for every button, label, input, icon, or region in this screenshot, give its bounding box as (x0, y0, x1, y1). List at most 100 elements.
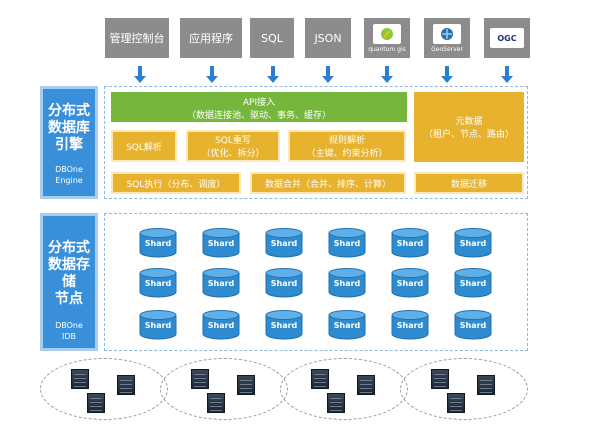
database-cylinder-icon (265, 268, 303, 298)
engine-title-line: 引擎 (55, 137, 83, 153)
sql-rewrite-detail: （优化、拆分） (201, 149, 265, 159)
shard-node: Shard (454, 228, 492, 258)
metadata-detail: （租户、节点、路由） (423, 130, 514, 140)
client-geoserver: GeoServer (424, 18, 470, 58)
sql-parse-module: SQL解析 (111, 130, 177, 162)
data-merge-label: 数据合并（合并、排序、计算） (264, 179, 391, 190)
sql-exec-module: SQL执行（分布、调度） (111, 172, 241, 194)
metadata-title: 元数据 (455, 117, 483, 127)
server-icon (477, 375, 495, 395)
server-icon (311, 369, 329, 389)
engine-region (104, 86, 528, 199)
client-json: JSON (305, 18, 351, 58)
database-cylinder-icon (391, 310, 429, 340)
storage-sub-line: IDB (61, 332, 76, 341)
shard-label: Shard (270, 279, 298, 288)
storage-side-label: 分布式 数据存储 节点 DBOne IDB (40, 213, 98, 351)
quantum-gis-logo-icon (373, 23, 401, 44)
database-cylinder-icon (391, 268, 429, 298)
shard-label: Shard (459, 239, 487, 248)
shard-label: Shard (144, 279, 172, 288)
database-cylinder-icon (202, 268, 240, 298)
server-icon (447, 393, 465, 413)
server-icon (117, 375, 135, 395)
shard-node: Shard (265, 268, 303, 298)
shard-node: Shard (265, 310, 303, 340)
client-label: SQL (261, 31, 283, 45)
shard-node: Shard (328, 268, 366, 298)
shard-label: Shard (144, 239, 172, 248)
shard-label: Shard (396, 321, 424, 330)
shard-label: Shard (396, 239, 424, 248)
storage-title-line: 节点 (55, 291, 83, 307)
data-migration-label: 数据迁移 (450, 179, 487, 190)
api-access-module: API接入 （数据连接池、驱动、事务、缓存） (111, 92, 407, 122)
server-icon (87, 393, 105, 413)
server-icon (431, 369, 449, 389)
shard-node: Shard (202, 228, 240, 258)
shard-node: Shard (328, 228, 366, 258)
shard-label: Shard (333, 239, 361, 248)
ogc-logo-text: OGC (497, 33, 517, 43)
shard-label: Shard (396, 279, 424, 288)
server-icon (71, 369, 89, 389)
database-cylinder-icon (265, 310, 303, 340)
rule-parse-module: 规则解析 （主键、约束分析） (288, 130, 406, 162)
server-cluster (400, 358, 528, 420)
shard-label: Shard (144, 321, 172, 330)
ogc-logo-icon: OGC (490, 28, 524, 48)
shard-node: Shard (139, 310, 177, 340)
storage-title-line: 数据存储 (48, 257, 90, 290)
database-cylinder-icon (454, 268, 492, 298)
engine-title-line: 数据库 (48, 120, 90, 136)
client-sql: SQL (250, 18, 294, 58)
shard-label: Shard (459, 279, 487, 288)
database-cylinder-icon (328, 228, 366, 258)
shard-label: Shard (270, 239, 298, 248)
client-application: 应用程序 (180, 18, 242, 58)
engine-title-line: 分布式 (48, 103, 90, 119)
database-cylinder-icon (202, 310, 240, 340)
database-cylinder-icon (139, 268, 177, 298)
sql-exec-label: SQL执行（分布、调度） (126, 179, 226, 190)
database-cylinder-icon (328, 310, 366, 340)
engine-sub-line: Engine (55, 176, 83, 185)
engine-sub-line: DBOne (55, 165, 83, 174)
shard-node: Shard (391, 228, 429, 258)
shard-node: Shard (202, 268, 240, 298)
shard-label: Shard (207, 321, 235, 330)
server-icon (357, 375, 375, 395)
server-cluster (160, 358, 288, 420)
database-cylinder-icon (139, 228, 177, 258)
sql-parse-label: SQL解析 (126, 142, 162, 153)
shard-node: Shard (454, 268, 492, 298)
database-cylinder-icon (139, 310, 177, 340)
server-icon (207, 393, 225, 413)
api-title: API接入 (242, 98, 276, 108)
data-merge-module: 数据合并（合并、排序、计算） (250, 172, 406, 194)
storage-title-line: 分布式 (48, 240, 90, 256)
sql-rewrite-title: SQL重写 (215, 136, 251, 146)
database-cylinder-icon (202, 228, 240, 258)
shard-node: Shard (265, 228, 303, 258)
shard-label: Shard (207, 239, 235, 248)
metadata-module: 元数据 （租户、节点、路由） (414, 92, 524, 162)
client-quantum-gis: quantum gis (364, 18, 410, 58)
database-cylinder-icon (391, 228, 429, 258)
database-cylinder-icon (454, 310, 492, 340)
shard-node: Shard (139, 228, 177, 258)
shard-node: Shard (328, 310, 366, 340)
client-caption: GeoServer (431, 45, 463, 53)
engine-side-label: 分布式 数据库 引擎 DBOne Engine (40, 86, 98, 199)
storage-sub-line: DBOne (55, 321, 83, 330)
shard-label: Shard (333, 321, 361, 330)
client-label: 应用程序 (189, 32, 233, 45)
geoserver-logo-icon (433, 23, 461, 44)
shard-node: Shard (391, 310, 429, 340)
shard-label: Shard (207, 279, 235, 288)
server-icon (191, 369, 209, 389)
shard-node: Shard (202, 310, 240, 340)
rule-parse-title: 规则解析 (328, 136, 365, 146)
api-detail: （数据连接池、驱动、事务、缓存） (186, 111, 331, 121)
database-cylinder-icon (328, 268, 366, 298)
